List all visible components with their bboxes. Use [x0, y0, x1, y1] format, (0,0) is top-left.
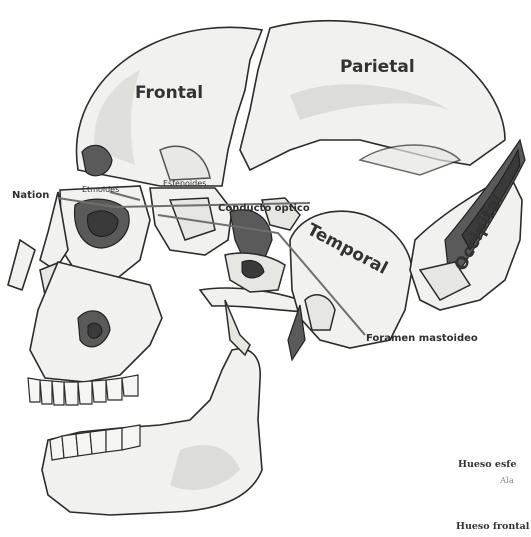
label-nation: Nation	[12, 190, 49, 201]
label-etmoides: Etmoides	[82, 185, 119, 194]
label-parietal: Parietal	[340, 57, 415, 77]
caption-hueso-frontal: Hueso frontal	[456, 521, 530, 532]
parietal-bone	[240, 21, 505, 175]
label-esfenoides: Esfenoides	[163, 179, 206, 188]
label-conducto-optico: Conducto optico	[218, 203, 310, 214]
label-frontal: Frontal	[135, 83, 203, 103]
caption-hueso-esfenoides: Hueso esfe	[458, 459, 516, 470]
sphenoid-region	[150, 188, 232, 255]
caption-ala: Ala	[499, 476, 514, 486]
label-foramen-mastoideo: Foramen mastoideo	[366, 333, 478, 344]
frontal-bone	[77, 27, 262, 186]
